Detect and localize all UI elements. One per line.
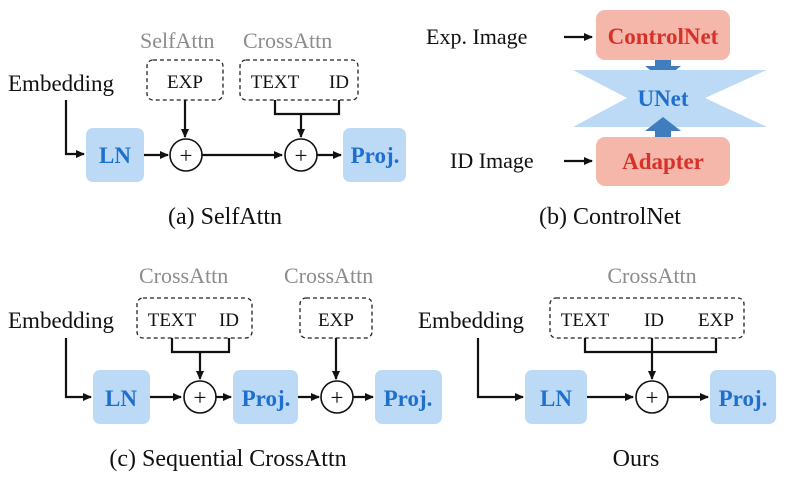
panel-d-proj-label: Proj. bbox=[719, 386, 768, 411]
panel-b-id-image-label: ID Image bbox=[450, 148, 534, 173]
panel-b-controlnet-label: ControlNet bbox=[608, 24, 719, 49]
panel-c-exp-token: EXP bbox=[318, 310, 354, 331]
panel-d-text-token: TEXT bbox=[561, 310, 610, 331]
panel-a-group-label-crossattn: CrossAttn bbox=[243, 28, 332, 53]
panel-c-id-token: ID bbox=[219, 310, 239, 331]
panel-d-plus-sign: + bbox=[646, 385, 659, 410]
panel-d-caption: Ours bbox=[613, 446, 660, 472]
panel-b-exp-image-label: Exp. Image bbox=[426, 24, 527, 49]
panel-a-embedding-arrow bbox=[64, 100, 85, 158]
panel-a-id-token: ID bbox=[329, 72, 349, 93]
panel-c-proj1-box bbox=[233, 370, 298, 424]
panel-a-exp-token: EXP bbox=[167, 72, 203, 93]
panel-a-text-id-bracket bbox=[273, 100, 341, 116]
panel-c-text-id-bracket bbox=[170, 338, 231, 354]
panel-c-text-id-dashed-box bbox=[136, 297, 253, 339]
panel-a-group-label-selfattn: SelfAttn bbox=[140, 28, 215, 53]
panel-a-proj-box bbox=[343, 128, 406, 182]
panel-a-proj-label: Proj. bbox=[351, 143, 400, 168]
panel-c-embedding-label: Embedding bbox=[8, 308, 115, 333]
panel-c-group-label-2: CrossAttn bbox=[284, 263, 373, 288]
panel-c-proj2-label: Proj. bbox=[384, 386, 433, 411]
panel-d-ours: CrossAttn Embedding TEXT ID EXP LN + Pro… bbox=[418, 263, 776, 472]
panel-b-adapter-box bbox=[596, 137, 730, 186]
panel-c-text-token: TEXT bbox=[148, 310, 197, 331]
panel-a-text-token: TEXT bbox=[251, 72, 300, 93]
panel-c-embedding-arrow bbox=[64, 338, 92, 401]
panel-b-controlnet-box bbox=[596, 10, 730, 60]
panel-b-unet-shape bbox=[573, 70, 767, 127]
panel-c-group-label-1: CrossAttn bbox=[139, 263, 228, 288]
panel-a-ln-label: LN bbox=[99, 143, 131, 168]
panel-d-embedding-label: Embedding bbox=[418, 308, 525, 333]
panel-a-selfattn: SelfAttn CrossAttn Embedding EXP TEXT ID… bbox=[8, 28, 406, 230]
panel-d-exp-token: EXP bbox=[698, 310, 734, 331]
panel-d-proj-box bbox=[710, 370, 776, 424]
panel-b-controlnet: Exp. Image ControlNet UNet ID Image Adap… bbox=[426, 10, 767, 230]
panel-c-ln-box bbox=[93, 370, 150, 424]
panel-a-plus1-sign: + bbox=[180, 143, 193, 168]
panel-b-adapter-to-unet-arrow bbox=[645, 117, 681, 137]
panel-a-ln-box bbox=[86, 128, 144, 182]
panel-d-embedding-arrow bbox=[476, 338, 524, 401]
panel-d-tokens-bracket bbox=[583, 338, 718, 354]
panel-d-ln-box bbox=[525, 370, 587, 424]
panel-d-id-token: ID bbox=[644, 310, 664, 331]
panel-d-group-label: CrossAttn bbox=[607, 263, 696, 288]
panel-c-caption: (c) Sequential CrossAttn bbox=[109, 446, 346, 472]
panel-a-text-id-dashed-box bbox=[239, 59, 359, 101]
panel-d-text-id-exp-dashed-box bbox=[549, 297, 745, 339]
panel-c-proj1-label: Proj. bbox=[242, 386, 291, 411]
panel-b-unet-label: UNet bbox=[637, 86, 688, 111]
panel-c-proj2-box bbox=[375, 370, 442, 424]
panel-c-ln-label: LN bbox=[105, 386, 137, 411]
panel-c-plus2-sign: + bbox=[331, 385, 344, 410]
panel-c-plus1-sign: + bbox=[194, 385, 207, 410]
panel-a-plus2-sign: + bbox=[295, 143, 308, 168]
panel-b-caption: (b) ControlNet bbox=[539, 204, 681, 230]
panel-b-adapter-label: Adapter bbox=[622, 149, 704, 174]
panel-a-embedding-label: Embedding bbox=[8, 71, 115, 96]
panel-c-sequential-crossattn: CrossAttn CrossAttn Embedding TEXT ID EX… bbox=[8, 263, 442, 472]
panel-a-caption: (a) SelfAttn bbox=[168, 204, 282, 230]
panel-d-ln-label: LN bbox=[540, 386, 572, 411]
